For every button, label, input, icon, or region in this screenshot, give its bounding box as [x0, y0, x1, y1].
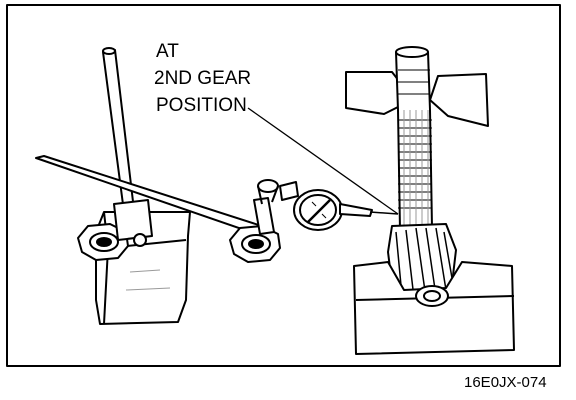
clamp-knob-right [229, 225, 281, 263]
callout-leader-line [247, 107, 399, 215]
v-block-top [345, 71, 489, 127]
clamp-knob-left [77, 223, 129, 261]
mainshaft [395, 46, 433, 231]
v-block-bottom [353, 261, 515, 355]
callout-line-3: POSITION [156, 95, 247, 116]
figure-id: 16E0JX-074 [464, 374, 547, 391]
dial-indicator [279, 181, 399, 231]
callout-line-1: AT [156, 41, 179, 62]
swivel-clamp [113, 199, 153, 247]
extension-rod [253, 179, 279, 235]
callout-line-2: 2ND GEAR [154, 68, 251, 89]
figure-frame [6, 4, 561, 367]
